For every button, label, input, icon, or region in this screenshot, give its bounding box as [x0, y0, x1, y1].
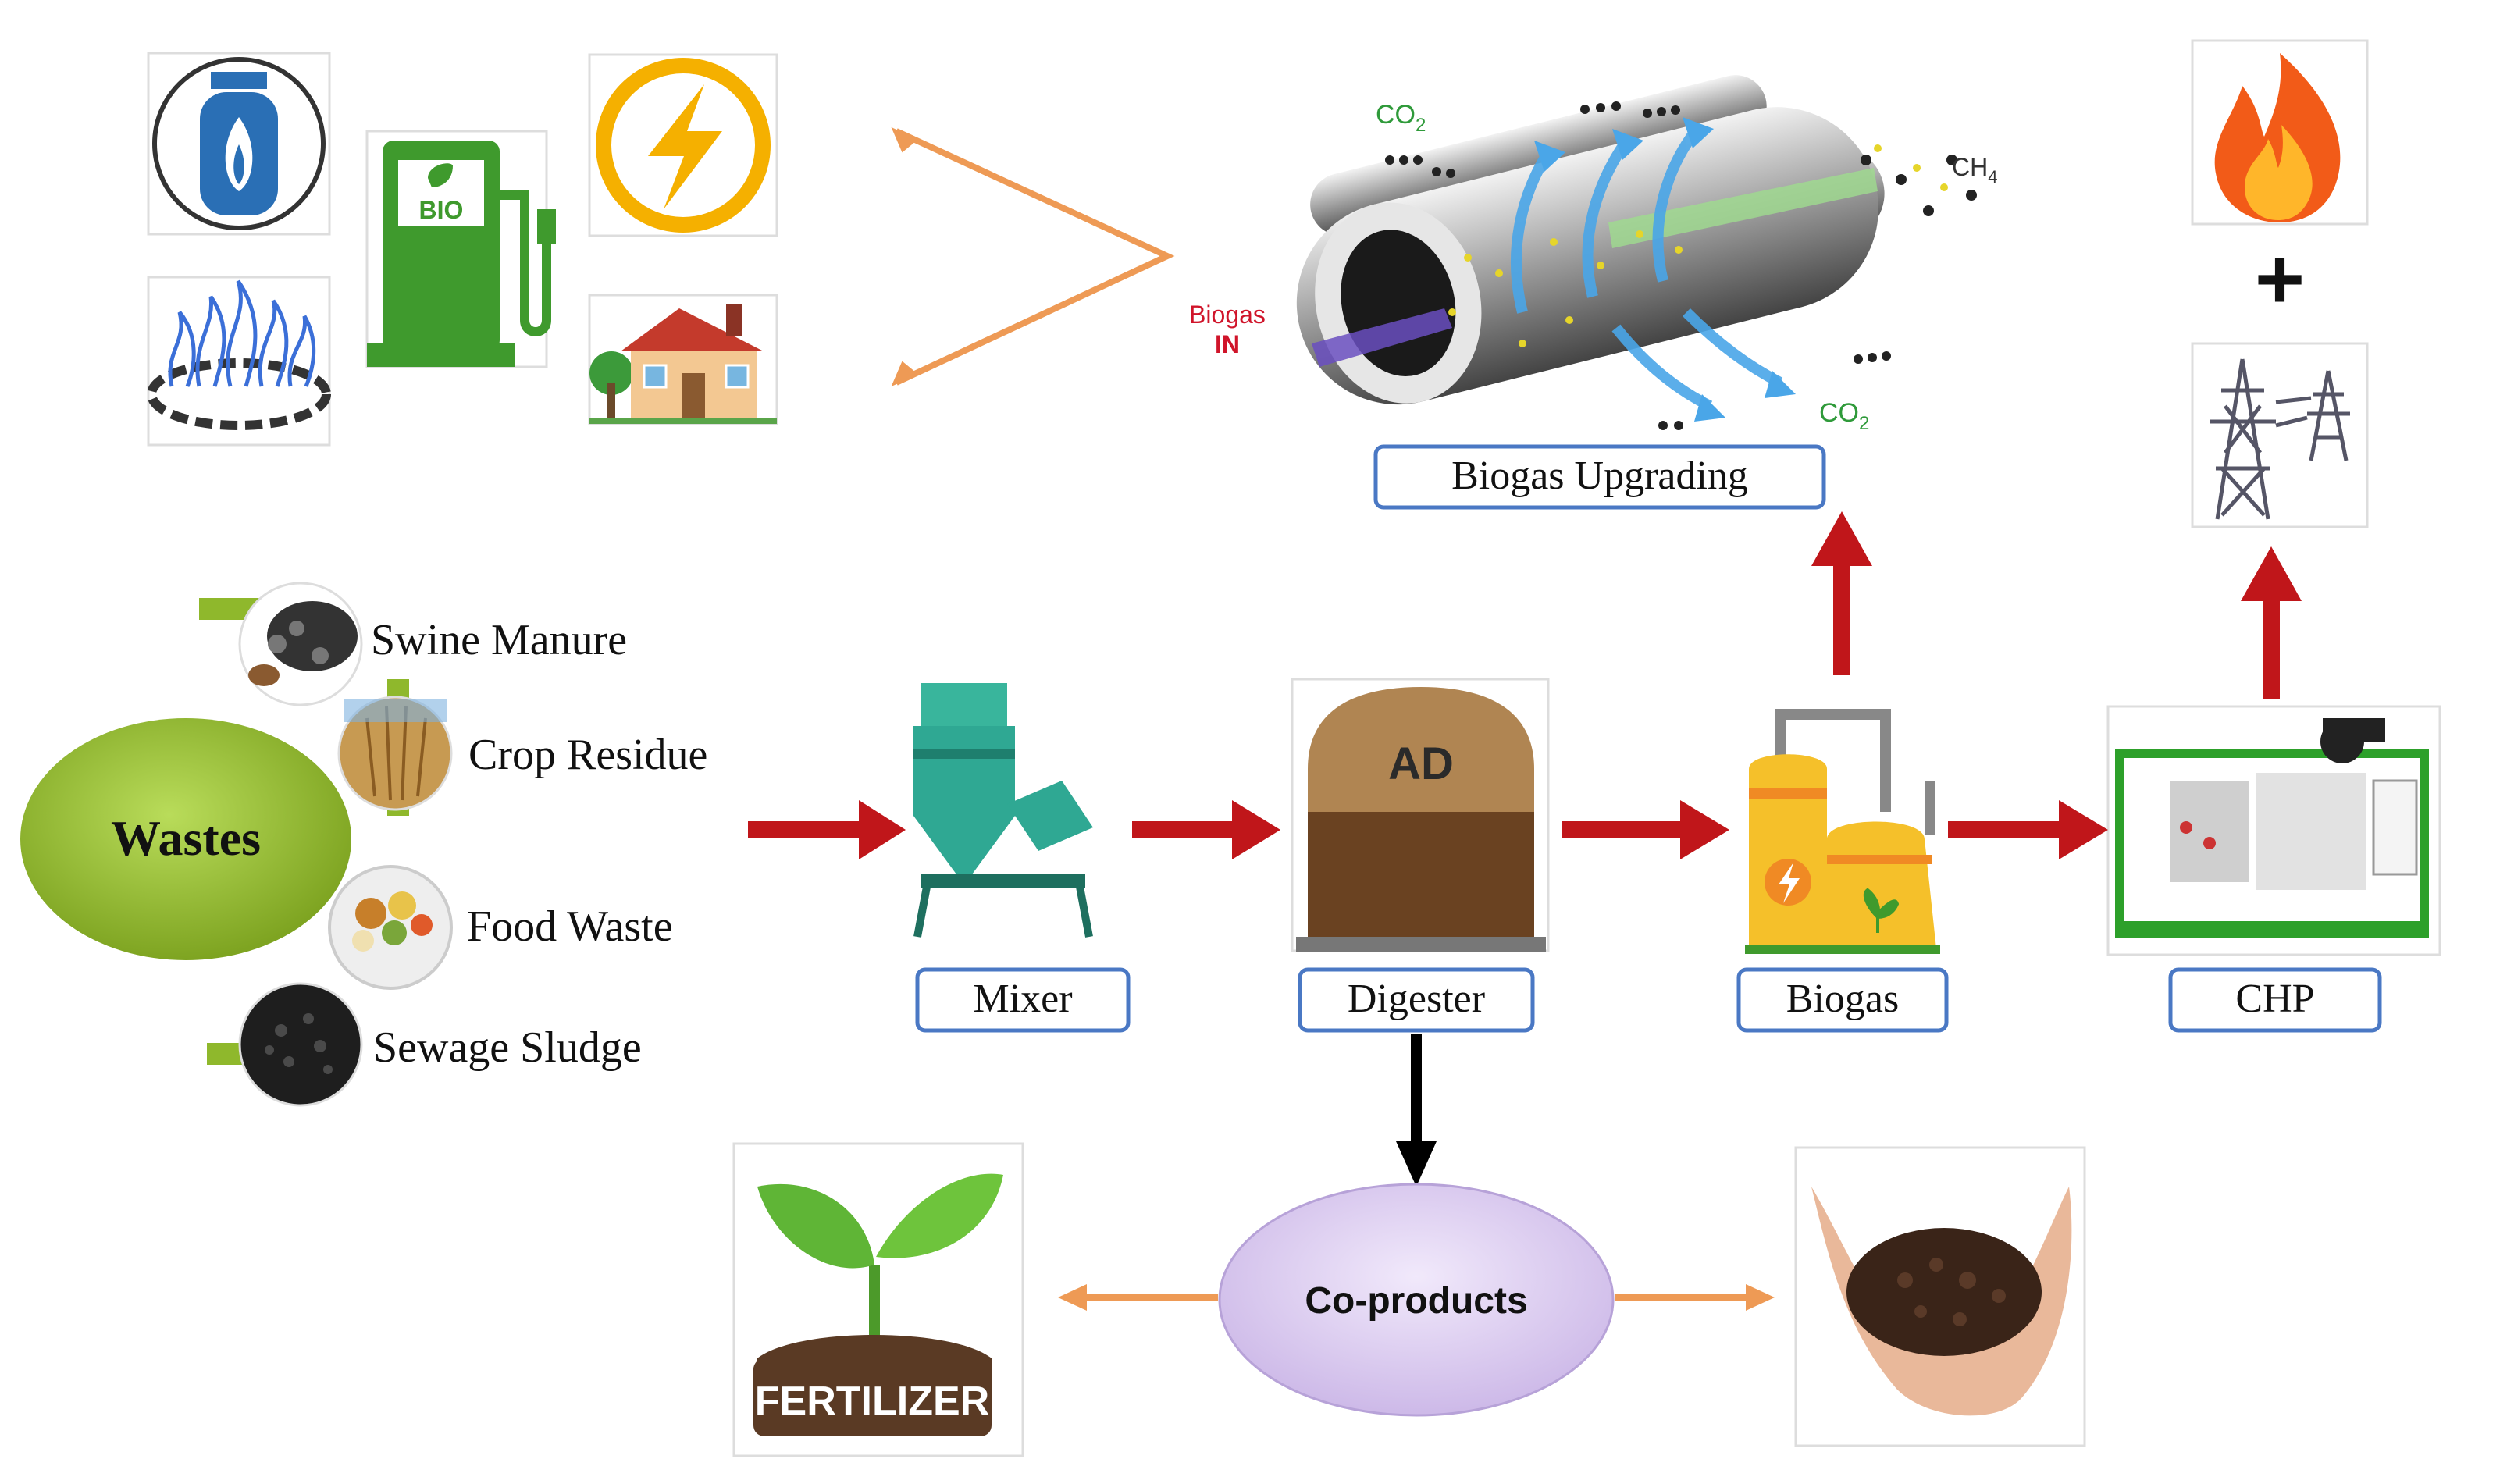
soil-in-hands-icon [1794, 1146, 2086, 1447]
membrane-upgrading-illustration: CO2 CO2 CH4 Biogas IN [1189, 75, 1997, 434]
power-transmission-tower-icon [2191, 342, 2369, 528]
swine-manure-item: Swine Manure [238, 582, 627, 706]
fuel-pump-label: BIO [419, 196, 464, 224]
biogas-box: Biogas [1736, 967, 1949, 1033]
coproducts-label: Co-products [1305, 1280, 1527, 1322]
coproducts-ellipse: Co-products [1218, 1183, 1615, 1417]
biofuel-pump-icon: BIO [365, 130, 556, 368]
fertilizer-label: FERTILIZER [755, 1379, 989, 1424]
wastes-cluster: Wastes Swine Manure Crop Residue Food Wa… [20, 582, 707, 1107]
digester-tank-icon: AD [1291, 678, 1550, 952]
svg-text:CO2: CO2 [1819, 398, 1869, 434]
chp-generator-icon [2106, 705, 2441, 956]
mixer-label: Mixer [973, 977, 1072, 1021]
arrow-wastes-to-mixer [748, 800, 906, 859]
co2-bottom-label: CO [1819, 398, 1859, 428]
biogas-label: Biogas [1786, 977, 1899, 1021]
biogas-plant-icon [1745, 709, 1940, 954]
food-waste-item: Food Waste [328, 865, 673, 990]
process-flow-arrows [748, 511, 2302, 859]
biogas-upgrading-box: Biogas Upgrading [1373, 444, 1826, 510]
heat-flame-icon [2191, 39, 2369, 226]
electricity-icon [588, 53, 778, 237]
wastes-center-ellipse [20, 718, 351, 960]
chp-box: CHP [2168, 967, 2382, 1033]
arrow-mixer-to-digester [1132, 800, 1280, 859]
sewage-sludge-item: Sewage Sludge [238, 982, 642, 1107]
biogas-inlet-label: Biogas [1189, 301, 1266, 329]
uses-distribution-arrows [891, 126, 1175, 387]
wastes-center-label: Wastes [111, 810, 261, 866]
mixer-box: Mixer [915, 967, 1131, 1033]
ch4-label: CH [1952, 153, 1988, 181]
biogas-upgrading-label: Biogas Upgrading [1451, 454, 1748, 498]
swine-manure-label: Swine Manure [371, 616, 627, 664]
coproduct-arrows [1058, 1284, 1775, 1311]
mixer-icon [913, 683, 1093, 938]
house-icon [588, 294, 778, 425]
arrow-digester-to-biogas [1562, 800, 1729, 859]
chp-label: CHP [2235, 977, 2314, 1021]
crop-residue-item: Crop Residue [337, 696, 707, 811]
fertilizer-icon: FERTILIZER [732, 1142, 1024, 1457]
plus-sign: + [2255, 231, 2305, 327]
arrow-biogas-to-upgrading [1811, 511, 1872, 675]
co2-top-label: CO [1376, 100, 1416, 130]
svg-text:CO2: CO2 [1376, 100, 1426, 136]
co2-bottom-subscript: 2 [1859, 413, 1869, 434]
sewage-sludge-label: Sewage Sludge [373, 1023, 642, 1072]
digester-tank-label: AD [1388, 738, 1454, 789]
biogas-inlet-sub-label: IN [1215, 330, 1240, 358]
co2-top-subscript: 2 [1416, 115, 1426, 136]
crop-residue-label: Crop Residue [468, 731, 707, 779]
arrow-digester-to-coproducts [1396, 1034, 1437, 1187]
food-waste-label: Food Waste [467, 902, 673, 951]
gas-cylinder-icon [147, 52, 331, 236]
digester-box: Digester [1298, 967, 1535, 1033]
ch4-subscript: 4 [1988, 167, 1997, 187]
svg-text:CH4: CH4 [1952, 153, 1997, 187]
gas-burner-flame-icon [147, 276, 331, 447]
arrow-biogas-to-chp [1948, 800, 2108, 859]
arrow-chp-to-outputs [2241, 546, 2302, 699]
digester-label: Digester [1348, 977, 1485, 1021]
